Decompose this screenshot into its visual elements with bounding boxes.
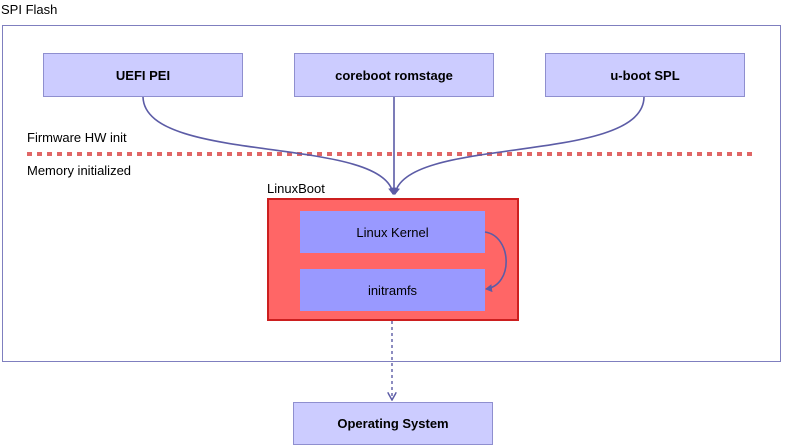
- initramfs-box: initramfs: [300, 269, 485, 311]
- firmware-hw-init-label: Firmware HW init: [27, 130, 127, 145]
- coreboot-romstage-box: coreboot romstage: [294, 53, 494, 97]
- linux-kernel-label: Linux Kernel: [356, 224, 429, 240]
- uefi-pei-box: UEFI PEI: [43, 53, 243, 97]
- memory-initialized-label: Memory initialized: [27, 163, 132, 178]
- linux-kernel-box: Linux Kernel: [300, 211, 485, 253]
- initramfs-label: initramfs: [367, 282, 418, 298]
- linuxboot-label: LinuxBoot: [267, 181, 325, 196]
- uefi-pei-label: UEFI PEI: [115, 67, 171, 83]
- operating-system-box: Operating System: [293, 402, 493, 445]
- uboot-spl-box: u-boot SPL: [545, 53, 745, 97]
- uboot-spl-label: u-boot SPL: [610, 67, 680, 83]
- spi-flash-label: SPI Flash: [1, 2, 58, 17]
- coreboot-romstage-label: coreboot romstage: [335, 67, 453, 83]
- operating-system-label: Operating System: [337, 416, 449, 431]
